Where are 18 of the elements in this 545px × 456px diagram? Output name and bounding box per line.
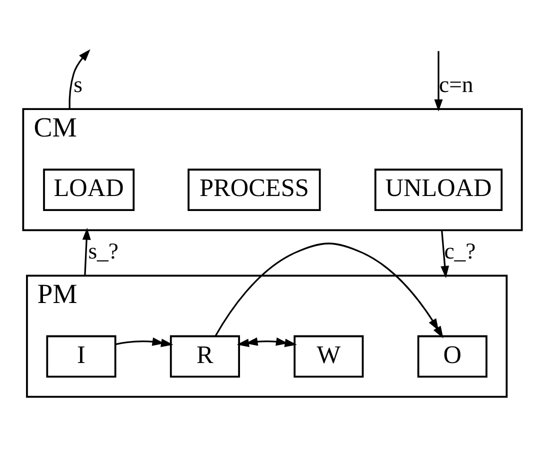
- node-box: LOAD: [43, 168, 135, 210]
- arrow: [68, 48, 90, 109]
- node-box: W: [294, 334, 364, 378]
- arrow: [440, 230, 450, 278]
- edge-label: c_?: [444, 238, 476, 263]
- arrow: [82, 227, 91, 276]
- arrow: [236, 336, 297, 347]
- node-box: UNLOAD: [374, 168, 503, 210]
- node-box: I: [46, 334, 116, 378]
- node-box: R: [170, 334, 240, 378]
- node-box: PROCESS: [188, 168, 321, 210]
- edge-label: s_?: [88, 238, 118, 263]
- arrow: [214, 242, 444, 338]
- edge-label: s: [74, 71, 83, 96]
- edge-label: c=n: [439, 71, 474, 96]
- arrow: [115, 336, 174, 347]
- node-box: O: [417, 334, 488, 378]
- arrow: [434, 50, 443, 112]
